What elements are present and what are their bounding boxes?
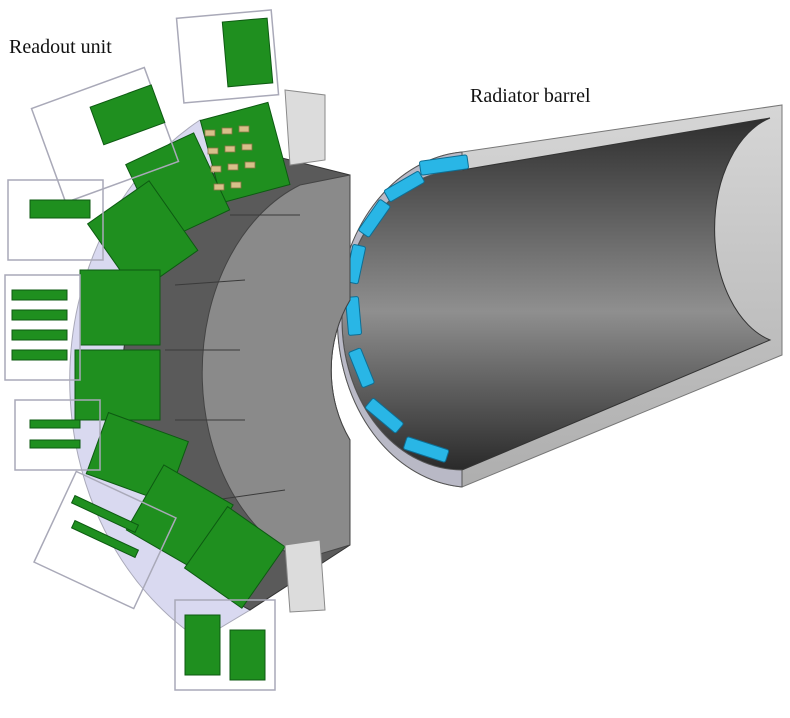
- pcb-stacks: [74, 101, 291, 609]
- radiator-tiles: [345, 154, 469, 463]
- radiator-barrel-label: Radiator barrel: [470, 85, 591, 107]
- readout-frame: [33, 470, 177, 610]
- ring-segment-lines: [165, 214, 300, 501]
- readout-ring-inner-face: [201, 174, 351, 561]
- radiator-tile: [403, 436, 450, 463]
- mounting-brackets: [284, 89, 326, 613]
- radiator-tile: [348, 347, 375, 388]
- radiator-tile: [383, 171, 425, 202]
- readout-frame: [175, 9, 280, 104]
- readout-frame: [174, 599, 276, 691]
- readout-assembly: [4, 9, 351, 691]
- barrel-inner-bore: [341, 117, 772, 471]
- connectors: [204, 125, 256, 191]
- pcb-stack: [86, 180, 199, 295]
- radiator-tile: [365, 398, 404, 434]
- readout-unit-label: Readout unit: [9, 36, 112, 58]
- radiator-tile: [358, 199, 391, 238]
- barrel-front-ring: [336, 151, 463, 488]
- pcb-stack: [199, 101, 291, 204]
- readout-frame: [7, 179, 104, 261]
- radiator-tile: [419, 154, 469, 176]
- radiator-tile: [345, 296, 362, 336]
- pcb-stack: [79, 269, 161, 346]
- readout-boards: [11, 17, 274, 681]
- radiator-barrel: [336, 104, 783, 488]
- readout-frame: [4, 274, 81, 381]
- pcb-stack: [183, 505, 286, 609]
- pcb-stack: [74, 349, 161, 421]
- readout-frame: [14, 399, 101, 471]
